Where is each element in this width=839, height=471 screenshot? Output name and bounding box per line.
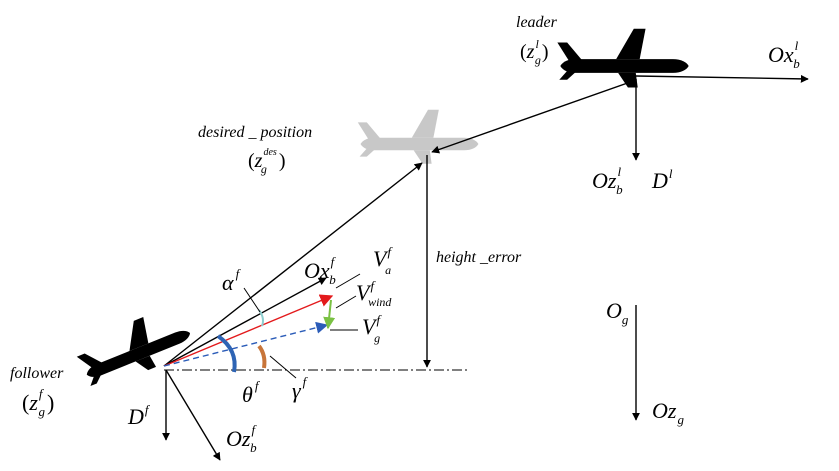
alpha-label-leader bbox=[243, 287, 261, 313]
wind-label-leader bbox=[335, 295, 357, 309]
leader-aircraft-icon bbox=[557, 28, 689, 88]
ground-velocity-vector-arrow bbox=[163, 321, 329, 367]
leader-to-desired-arrow bbox=[431, 79, 637, 154]
follower-z-axis-arrow bbox=[165, 369, 221, 461]
height-error-label: height _error bbox=[436, 249, 522, 266]
desired-position-aircraft-icon bbox=[357, 109, 479, 164]
desired-position-label: desired _ position bbox=[198, 124, 312, 141]
gamma-label-leader bbox=[269, 355, 297, 379]
wind-vector-arrow bbox=[323, 299, 336, 330]
gamma-angle-arc bbox=[257, 344, 267, 369]
leader-x-axis-arrow bbox=[635, 74, 809, 83]
ground-z-axis-label: Ozg bbox=[652, 398, 684, 427]
follower-to-desired-arrow bbox=[163, 162, 423, 367]
leader-drag-label: Dl bbox=[651, 166, 673, 193]
follower-x-axis-arrow bbox=[163, 277, 327, 367]
follower-drag-label: Df bbox=[127, 402, 151, 429]
follower-aircraft-icon bbox=[72, 303, 198, 393]
ground-origin-label: Og bbox=[606, 298, 629, 327]
leader-name-label: leader bbox=[516, 14, 558, 31]
theta-angle-arc bbox=[216, 334, 237, 373]
follower-name-label: follower bbox=[10, 365, 64, 382]
airspeed-label-leader bbox=[335, 273, 361, 289]
airspeed-vector-arrow bbox=[163, 294, 334, 367]
